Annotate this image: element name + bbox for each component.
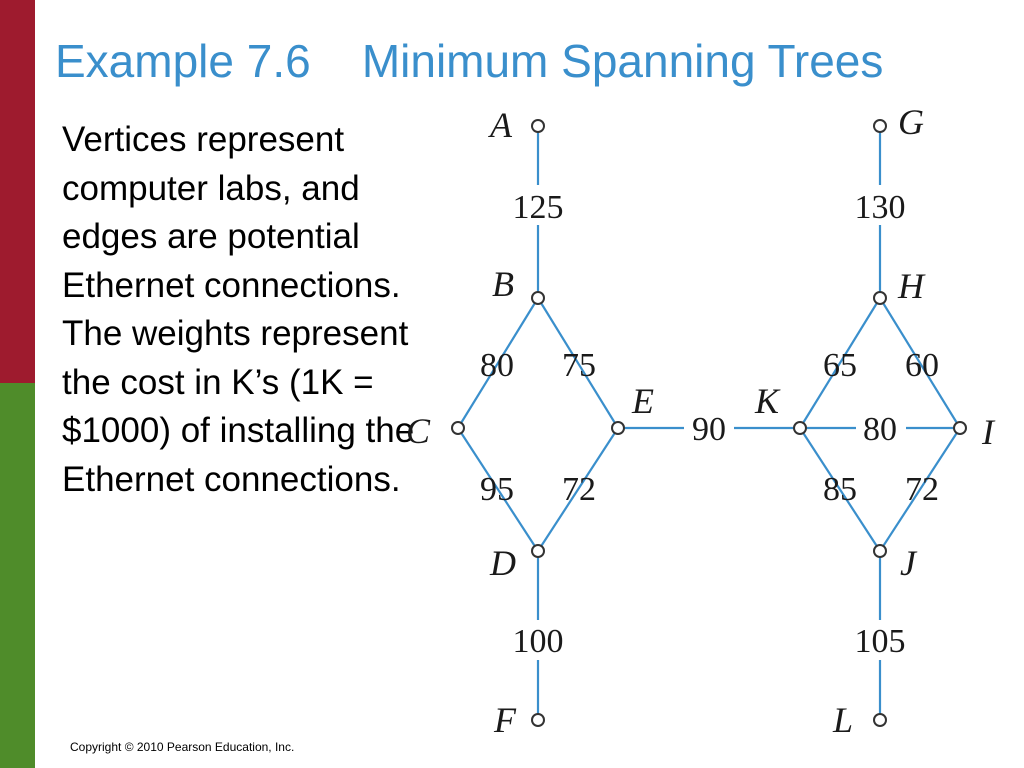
slide-body-text: Vertices represent computer labs, and ed… — [62, 120, 415, 499]
vertex-label-j: J — [900, 543, 918, 583]
weight-b-c: 80 — [480, 347, 514, 384]
edge-e-d — [537, 427, 619, 552]
edge-weights: 125 130 80 75 65 60 90 80 95 72 85 72 10… — [480, 185, 939, 660]
weight-d-f: 100 — [513, 623, 564, 660]
edge-k-j — [799, 427, 881, 552]
vertex-k — [793, 421, 807, 435]
slide-title: Example 7.6 Minimum Spanning Trees — [55, 35, 884, 87]
weight-j-l: 105 — [855, 623, 906, 660]
weight-h-k: 65 — [823, 347, 857, 384]
graph-vertices — [451, 119, 967, 727]
vertex-label-k: K — [754, 381, 781, 421]
vertex-e — [611, 421, 625, 435]
weight-g-h: 130 — [855, 189, 906, 226]
edge-h-k — [799, 297, 881, 429]
vertex-h — [873, 291, 887, 305]
edge-h-i — [879, 297, 961, 429]
copyright-notice: Copyright © 2010 Pearson Education, Inc. — [70, 740, 295, 754]
weight-e-d: 72 — [562, 471, 596, 508]
vertex-c — [451, 421, 465, 435]
vertex-i — [953, 421, 967, 435]
left-accent-bar-green — [0, 383, 35, 768]
vertex-labels: A B C D E F G H I J K L — [406, 102, 996, 740]
vertex-label-i: I — [981, 412, 996, 452]
vertex-l — [873, 713, 887, 727]
weight-k-j: 85 — [823, 471, 857, 508]
vertex-label-h: H — [897, 266, 926, 306]
edge-i-j — [879, 427, 961, 552]
edge-c-d — [457, 427, 539, 552]
weight-h-i: 60 — [905, 347, 939, 384]
weight-a-b: 125 — [513, 189, 564, 226]
vertex-f — [531, 713, 545, 727]
vertex-d — [531, 544, 545, 558]
vertex-a — [531, 119, 545, 133]
vertex-label-f: F — [493, 700, 517, 740]
vertex-label-b: B — [492, 264, 514, 304]
vertex-b — [531, 291, 545, 305]
weight-e-k: 90 — [692, 411, 726, 448]
edge-b-c — [457, 297, 539, 429]
vertex-j — [873, 544, 887, 558]
vertex-label-c: C — [406, 411, 431, 451]
vertex-label-e: E — [631, 381, 654, 421]
left-accent-bar-red — [0, 0, 35, 383]
vertex-label-g: G — [898, 102, 924, 142]
weight-c-d: 95 — [480, 471, 514, 508]
weight-k-i: 80 — [863, 411, 897, 448]
weight-i-j: 72 — [905, 471, 939, 508]
vertex-label-a: A — [488, 105, 513, 145]
edge-b-e — [537, 297, 619, 429]
weight-b-e: 75 — [562, 347, 596, 384]
vertex-label-l: L — [832, 700, 853, 740]
vertex-label-d: D — [489, 543, 516, 583]
vertex-g — [873, 119, 887, 133]
